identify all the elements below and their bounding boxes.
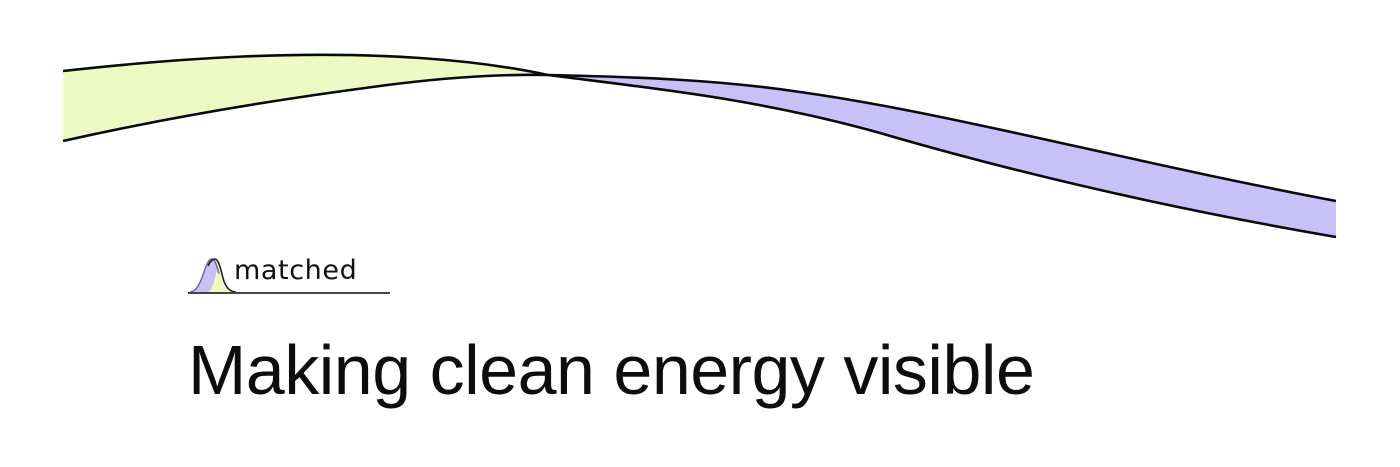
- purple-band-shape: [548, 75, 1336, 237]
- hero-headline: Making clean energy visible: [188, 331, 1035, 409]
- curve-line-a: [62, 53, 1337, 239]
- curve-line-b: [62, 73, 1337, 203]
- twin-bell-curves-icon: [189, 258, 237, 293]
- green-band-shape: [63, 54, 548, 141]
- logo-underline: [188, 292, 390, 294]
- brand-name: matched: [234, 255, 358, 286]
- hero-curves-graphic: [62, 53, 1337, 239]
- brand-logo[interactable]: matched: [188, 254, 392, 296]
